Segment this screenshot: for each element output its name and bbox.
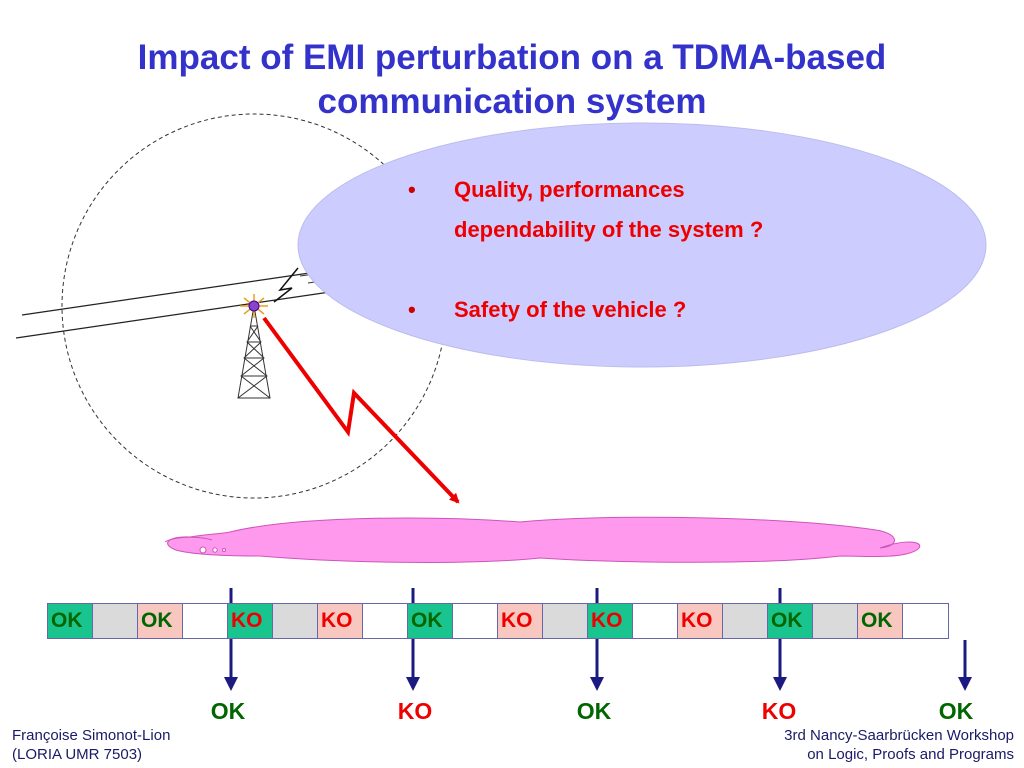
frame-result-1: OK (210, 698, 246, 724)
tdma-slot: OK (768, 604, 813, 638)
slide-title: Impact of EMI perturbation on a TDMA-bas… (0, 36, 1024, 124)
footer-event-subtitle: on Logic, Proofs and Programs (807, 746, 1014, 763)
tdma-slot: KO (588, 604, 633, 638)
tdma-slot (543, 604, 588, 638)
question-bubble (297, 122, 987, 368)
road-line-1 (21, 269, 331, 316)
antenna-tower-icon (237, 305, 271, 399)
frame-result-5: OK (938, 698, 974, 724)
bullet-text: Safety of the vehicle ? (454, 297, 687, 322)
tdma-slot: KO (228, 604, 273, 638)
tdma-slot (633, 604, 678, 638)
footer-author: Françoise Simonot-Lion (LORIA UMR 7503) (12, 726, 170, 764)
antenna-spark-icon (240, 294, 268, 318)
frame-result-4: KO (761, 698, 797, 724)
tdma-slot: OK (138, 604, 183, 638)
tdma-slot: OK (408, 604, 453, 638)
bullet-marker: • (408, 297, 416, 322)
tdma-slot: KO (318, 604, 363, 638)
tdma-slot (93, 604, 138, 638)
tdma-slot: OK (48, 604, 93, 638)
emi-lightning-arrow (262, 316, 460, 504)
small-lightning-icon (273, 267, 299, 303)
frame-result-2: KO (397, 698, 433, 724)
bullet-marker: • (408, 177, 416, 202)
footer-event-name: 3rd Nancy-Saarbrücken Workshop (784, 727, 1014, 744)
bullet-item-quality: • Quality, performances dependability of… (408, 170, 878, 250)
tdma-slot (813, 604, 858, 638)
slide-title-line-2: communication system (317, 82, 707, 121)
slide-title-line-1: Impact of EMI perturbation on a TDMA-bas… (137, 38, 887, 77)
bullet-item-safety: • Safety of the vehicle ? (408, 290, 878, 330)
tdma-slot: KO (498, 604, 543, 638)
footer-author-name: Françoise Simonot-Lion (12, 727, 171, 744)
road-line-2 (15, 291, 331, 339)
tdma-slot (723, 604, 768, 638)
network-cloud (164, 516, 921, 563)
bullet-text: dependability of the system ? (454, 217, 764, 242)
tdma-slot: KO (678, 604, 723, 638)
tdma-slot (453, 604, 498, 638)
tdma-slot (363, 604, 408, 638)
frame-result-3: OK (576, 698, 612, 724)
footer-event: 3rd Nancy-Saarbrücken Workshop on Logic,… (784, 726, 1014, 764)
footer-author-lab: (LORIA UMR 7503) (12, 746, 143, 763)
tdma-slot (903, 604, 948, 638)
tdma-slot (273, 604, 318, 638)
question-list: • Quality, performances dependability of… (408, 170, 878, 330)
tdma-slot (183, 604, 228, 638)
tdma-frame: OK OK KO KO OK KO KO KO OK OK (47, 603, 949, 639)
bullet-text: Quality, performances (454, 177, 685, 202)
tdma-slot: OK (858, 604, 903, 638)
